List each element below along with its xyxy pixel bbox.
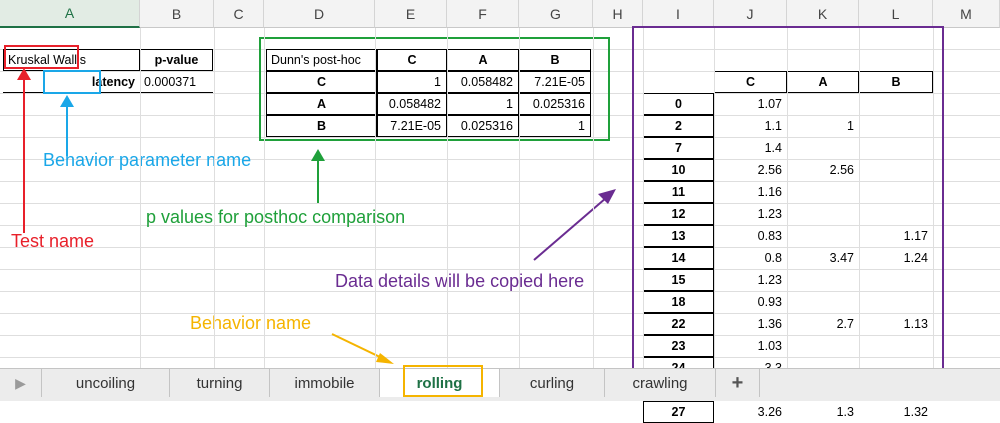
grid-row-line — [0, 269, 1000, 270]
grid-row-line — [0, 203, 1000, 204]
grid-row-line — [0, 313, 1000, 314]
column-header-i[interactable]: I — [643, 0, 714, 28]
grid-row-line — [0, 247, 1000, 248]
column-header-g[interactable]: G — [519, 0, 593, 28]
details-id-cell[interactable]: 27 — [643, 401, 714, 423]
grid-column-line — [859, 28, 860, 368]
column-header-l[interactable]: L — [859, 0, 933, 28]
grid-row-line — [0, 335, 1000, 336]
test-name-label: Test name — [11, 231, 95, 251]
posthoc-value-cell[interactable]: 1 — [377, 71, 447, 93]
grid-column-line — [593, 28, 594, 368]
details-value-c[interactable]: 1.23 — [757, 207, 782, 221]
grid-column-line — [447, 28, 448, 368]
grid-column-line — [714, 28, 715, 368]
sheet-tab-turning[interactable]: turning — [170, 369, 270, 397]
column-header-m[interactable]: M — [933, 0, 1000, 28]
posthoc-title-cell[interactable]: Dunn's post-hoc — [266, 49, 377, 71]
details-value-c[interactable]: 0.8 — [764, 251, 782, 265]
details-value-b[interactable]: 1.32 — [903, 405, 928, 419]
column-header-h[interactable]: H — [593, 0, 643, 28]
posthoc-row-label[interactable]: A — [266, 93, 377, 115]
details-value-c[interactable]: 1.23 — [757, 273, 782, 287]
play-right-icon[interactable]: ▶ — [0, 369, 42, 397]
sheet-tab-crawling[interactable]: crawling — [605, 369, 716, 397]
details-value-c[interactable]: 2.56 — [757, 163, 782, 177]
details-value-a[interactable]: 1.3 — [836, 405, 854, 419]
grid-column-line — [643, 28, 644, 368]
grid-row-line — [0, 291, 1000, 292]
grid-row-line — [0, 357, 1000, 358]
column-header-a[interactable]: A — [0, 0, 140, 28]
details-value-b[interactable]: 1.24 — [903, 251, 928, 265]
details-value-a[interactable]: 3.47 — [829, 251, 854, 265]
behavior-name-label: Behavior name — [190, 313, 312, 333]
posthoc-value-cell[interactable]: 7.21E-05 — [377, 115, 447, 137]
test-name-highlight — [4, 45, 79, 69]
details-value-c[interactable]: 1.03 — [757, 339, 782, 353]
grid-column-line — [375, 28, 376, 368]
details-value-b[interactable]: 1.17 — [903, 229, 928, 243]
details-value-b[interactable]: 1.13 — [903, 317, 928, 331]
data-details-label: Data details will be copied here — [335, 271, 585, 291]
grid-column-line — [519, 28, 520, 368]
pvalue-cell[interactable]: 0.000371 — [140, 71, 213, 93]
details-value-a[interactable]: 1 — [847, 119, 854, 133]
column-header-c[interactable]: C — [214, 0, 264, 28]
sheet-tab-rolling[interactable]: rolling — [380, 369, 500, 397]
column-header-b[interactable]: B — [140, 0, 214, 28]
posthoc-value-cell[interactable]: 0.058482 — [377, 93, 447, 115]
annotation-arrows — [17, 68, 616, 364]
grid-column-line — [787, 28, 788, 368]
grid-column-line — [933, 28, 934, 368]
posthoc-label: p values for posthoc comparison — [146, 207, 406, 227]
details-value-c[interactable]: 1.4 — [764, 141, 782, 155]
grid-row-line — [0, 137, 1000, 138]
posthoc-row-label[interactable]: B — [266, 115, 377, 137]
posthoc-highlight — [259, 37, 610, 141]
details-value-c[interactable]: 1.1 — [764, 119, 782, 133]
parameter-highlight — [43, 70, 101, 94]
grid-row-line — [0, 181, 1000, 182]
column-header-f[interactable]: F — [447, 0, 519, 28]
grid-row-line — [0, 159, 1000, 160]
details-value-c[interactable]: 1.16 — [757, 185, 782, 199]
details-value-a[interactable]: 2.7 — [836, 317, 854, 331]
grid-column-line — [264, 28, 265, 368]
posthoc-row-label[interactable]: C — [266, 71, 377, 93]
sheet-tab-immobile[interactable]: immobile — [270, 369, 380, 397]
grid-column-line — [140, 28, 141, 368]
behavior-parameter-label: Behavior parameter name — [43, 150, 252, 170]
grid-column-line — [214, 28, 215, 368]
add-sheet-button[interactable]: + — [716, 369, 760, 397]
details-value-c[interactable]: 0.93 — [757, 295, 782, 309]
column-header-e[interactable]: E — [375, 0, 447, 28]
sheet-tab-uncoiling[interactable]: uncoiling — [42, 369, 170, 397]
column-header-j[interactable]: J — [714, 0, 787, 28]
details-value-c[interactable]: 1.36 — [757, 317, 782, 331]
details-value-c[interactable]: 3.26 — [757, 405, 782, 419]
details-value-a[interactable]: 2.56 — [829, 163, 854, 177]
sheet-tab-curling[interactable]: curling — [500, 369, 605, 397]
spreadsheet-grid[interactable]: Kruskal Wallis p-value latency 0.000371 … — [0, 26, 1000, 423]
posthoc-header-cell[interactable]: C — [377, 49, 447, 71]
column-header-d[interactable]: D — [264, 0, 375, 28]
details-value-c[interactable]: 1.07 — [757, 97, 782, 111]
details-value-c[interactable]: 0.83 — [757, 229, 782, 243]
column-header-k[interactable]: K — [787, 0, 859, 28]
active-tab-highlight — [403, 365, 483, 397]
grid-row-line — [0, 225, 1000, 226]
